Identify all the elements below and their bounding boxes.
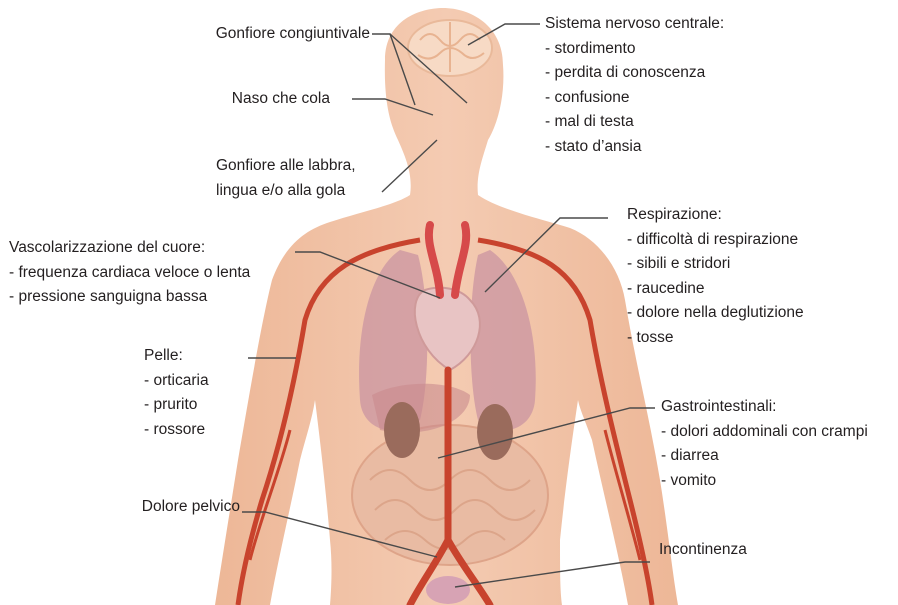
- label-cns-item: - mal di testa: [545, 110, 724, 135]
- label-heart-title: Vascolarizzazione del cuore:: [9, 236, 250, 261]
- label-respiration-item: - difficoltà di respirazione: [627, 228, 804, 253]
- label-conjunctival: Gonfiore congiuntivale: [150, 22, 370, 47]
- label-cns-item: - stordimento: [545, 37, 724, 62]
- right-kidney: [477, 404, 513, 460]
- label-respiration-item: - raucedine: [627, 277, 804, 302]
- label-pelvic-text: Dolore pelvico: [100, 495, 240, 520]
- label-conjunctival-text: Gonfiore congiuntivale: [150, 22, 370, 47]
- label-skin-title: Pelle:: [144, 344, 209, 369]
- label-heart-item: - frequenza cardiaca veloce o lenta: [9, 261, 250, 286]
- label-incontinence-text: Incontinenza: [659, 538, 747, 563]
- label-lips-line-1: Gonfiore alle labbra,: [216, 154, 356, 179]
- label-gastro-item: - vomito: [661, 469, 868, 494]
- label-gastro-title: Gastrointestinali:: [661, 395, 868, 420]
- label-skin-item: - prurito: [144, 393, 209, 418]
- label-heart-item: - pressione sanguigna bassa: [9, 285, 250, 310]
- label-nose-text: Naso che cola: [180, 87, 330, 112]
- label-gastro-item: - dolori addominali con crampi: [661, 420, 868, 445]
- label-respiration: Respirazione: - difficoltà di respirazio…: [627, 203, 804, 350]
- label-cns-item: - perdita di conoscenza: [545, 61, 724, 86]
- label-respiration-item: - tosse: [627, 326, 804, 351]
- label-skin-item: - orticaria: [144, 369, 209, 394]
- label-gastro: Gastrointestinali: - dolori addominali c…: [661, 395, 868, 493]
- left-kidney: [384, 402, 420, 458]
- label-cns-item: - stato d’ansia: [545, 135, 724, 160]
- label-respiration-title: Respirazione:: [627, 203, 804, 228]
- bladder: [426, 576, 470, 604]
- label-gastro-item: - diarrea: [661, 444, 868, 469]
- label-cns-title: Sistema nervoso centrale:: [545, 12, 724, 37]
- label-cns-item: - confusione: [545, 86, 724, 111]
- label-respiration-item: - sibili e stridori: [627, 252, 804, 277]
- label-skin: Pelle: - orticaria - prurito - rossore: [144, 344, 209, 442]
- label-cns: Sistema nervoso centrale: - stordimento …: [545, 12, 724, 159]
- label-pelvic: Dolore pelvico: [100, 495, 240, 520]
- label-lips: Gonfiore alle labbra, lingua e/o alla go…: [216, 154, 356, 203]
- label-lips-line-2: lingua e/o alla gola: [216, 179, 356, 204]
- label-heart: Vascolarizzazione del cuore: - frequenza…: [9, 236, 250, 310]
- label-incontinence: Incontinenza: [659, 538, 747, 563]
- label-skin-item: - rossore: [144, 418, 209, 443]
- label-respiration-item: - dolore nella deglutizione: [627, 301, 804, 326]
- label-nose: Naso che cola: [180, 87, 330, 112]
